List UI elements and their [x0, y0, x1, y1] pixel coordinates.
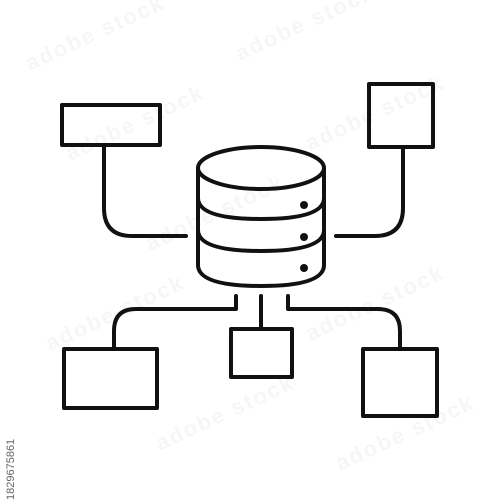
connector-top-left — [102, 145, 188, 238]
database-cylinder — [196, 145, 326, 288]
connector-top-right — [334, 147, 405, 238]
connector-bottom-left — [112, 294, 238, 349]
node-bottom-left — [62, 347, 159, 410]
node-top-left — [60, 103, 162, 147]
node-bottom-center — [229, 327, 294, 379]
connector-bottom-right — [286, 294, 402, 349]
database-indicator-dots — [300, 201, 308, 272]
node-top-right — [367, 82, 435, 149]
stock-id-label: 1829675861 — [5, 438, 17, 500]
node-bottom-right — [361, 347, 439, 418]
